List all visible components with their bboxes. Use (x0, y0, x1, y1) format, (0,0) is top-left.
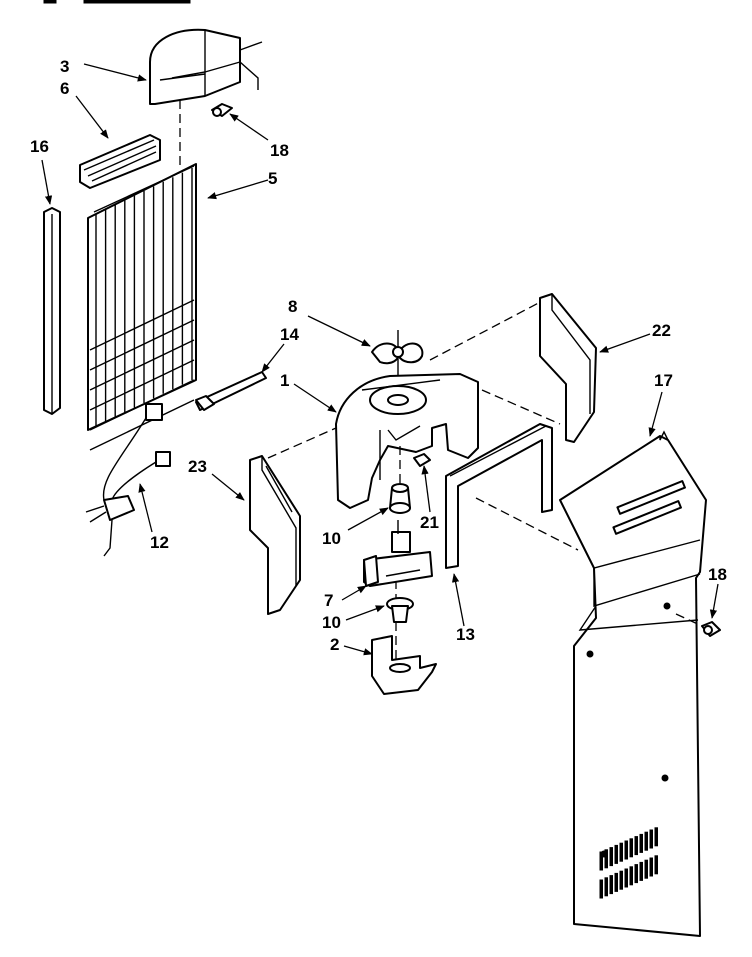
part-6-grille (79, 134, 161, 189)
vent-slot (619, 842, 623, 862)
assembly-lines (267, 297, 579, 660)
callout-1: 1 (280, 371, 289, 390)
part-16-strip (43, 207, 61, 415)
vent-slot (644, 859, 648, 879)
callout-7: 7 (324, 591, 333, 610)
vent-slot (654, 855, 658, 875)
callout-16: 16 (30, 137, 49, 156)
callout-21: 21 (420, 513, 439, 532)
callout-10-lower: 10 (322, 613, 341, 632)
part-2-bracket (371, 635, 437, 695)
vent-slot (639, 833, 643, 853)
vent-slot (639, 861, 643, 881)
vent-slot (629, 866, 633, 886)
vent-slot (624, 840, 628, 860)
part-22-insulation-right (539, 293, 597, 443)
callout-12: 12 (150, 533, 169, 552)
part-10-grommet-lower (386, 597, 414, 623)
vent-slot (649, 829, 653, 849)
vent-slot (609, 847, 613, 867)
vent-slot (614, 844, 618, 864)
vent-slot (649, 857, 653, 877)
vent-slot (644, 831, 648, 851)
vent-slot (599, 879, 603, 899)
vent-slot (599, 851, 603, 871)
leader-lines (41, 63, 719, 656)
part-13-u-seal (445, 423, 553, 569)
part-5-evaporator (87, 163, 197, 451)
vent-slot (604, 849, 608, 869)
header-fragment (43, 0, 191, 4)
part-23-insulation-left (249, 455, 301, 615)
callout-8: 8 (288, 297, 297, 316)
callout-13: 13 (456, 625, 475, 644)
callout-17: 17 (654, 371, 673, 390)
coil-tube (89, 359, 195, 411)
callout-5: 5 (268, 169, 277, 188)
part-14-heater (195, 371, 267, 411)
vent-slot (619, 870, 623, 890)
part-17-rear-panel (559, 430, 707, 937)
vent-slot (634, 836, 638, 856)
callout-22: 22 (652, 321, 671, 340)
vent-slot (604, 877, 608, 897)
part-1-fan-shroud (335, 373, 479, 509)
coil-tube (89, 299, 195, 351)
coil-tube (89, 379, 195, 431)
callout-18-right: 18 (708, 565, 727, 584)
vent-slot (629, 838, 633, 858)
callout-labels: 3 6 16 18 5 8 14 1 22 17 23 10 21 12 7 1… (30, 57, 727, 654)
vent-slot (624, 868, 628, 888)
vent-slot (614, 872, 618, 892)
callout-10-upper: 10 (322, 529, 341, 548)
part-7-motor (363, 520, 433, 587)
part-21-screw (413, 453, 431, 467)
coil-tube (89, 339, 195, 391)
part-18-screw-top (211, 103, 233, 117)
part-3-duct-cover (149, 28, 263, 170)
callout-14: 14 (280, 325, 299, 344)
callout-23: 23 (188, 457, 207, 476)
part-10-grommet-upper (389, 483, 411, 514)
vent-slot (654, 827, 658, 847)
callout-18-top: 18 (270, 141, 289, 160)
callout-6: 6 (60, 79, 69, 98)
part-12-harness (85, 403, 171, 557)
vent-slot (609, 875, 613, 895)
callout-2: 2 (330, 635, 339, 654)
vent-slot (634, 864, 638, 884)
callout-3: 3 (60, 57, 69, 76)
coil-tube (89, 319, 195, 371)
part-18-screw-right (675, 613, 721, 637)
